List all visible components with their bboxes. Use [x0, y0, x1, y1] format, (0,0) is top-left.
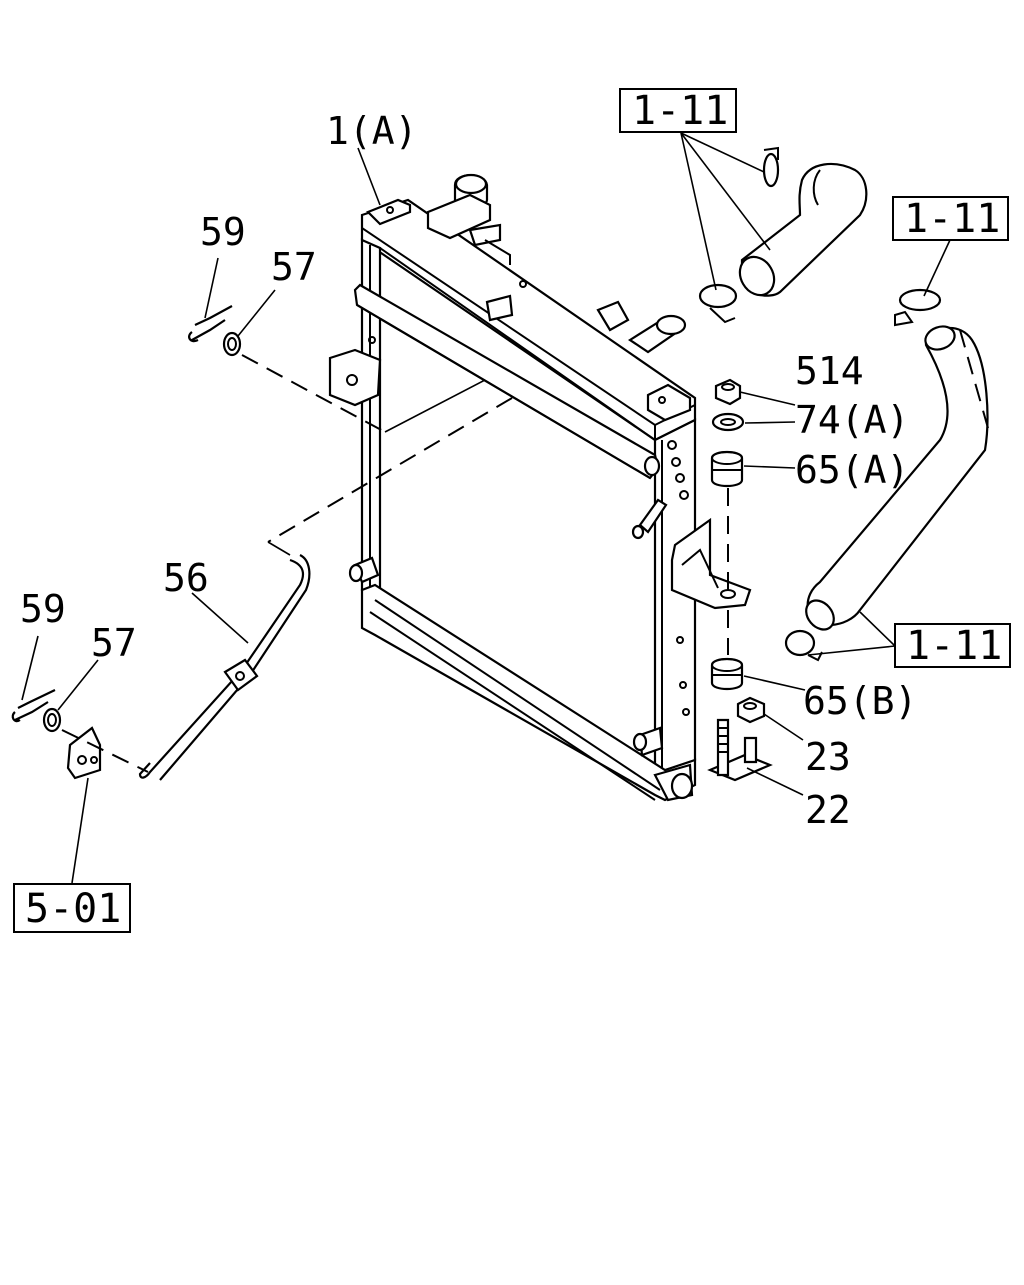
reference-right-bot-label: 1-11 [906, 623, 1002, 669]
callout-22: 22 [805, 788, 851, 832]
reference-boxes: 1-11 1-11 1-11 5-01 [13, 88, 1011, 933]
assembly-lines [61, 329, 991, 773]
washer-74a [711, 412, 745, 432]
callout-57-bot: 57 [91, 621, 137, 665]
reference-top-label: 1-11 [632, 88, 728, 134]
reference-box-top: 1-11 [619, 88, 737, 134]
clamp-right-top [894, 288, 942, 327]
rubber-65b [710, 657, 744, 691]
stud-22 [707, 718, 773, 782]
callout-59-bot: 59 [20, 587, 66, 631]
callout-57-top: 57 [271, 245, 317, 289]
callout-59-top: 59 [200, 210, 246, 254]
drain-hose-56 [138, 554, 311, 781]
washer-57-bot [42, 707, 62, 733]
nut-23 [736, 696, 766, 724]
callout-56: 56 [163, 556, 209, 600]
leader-lines [21, 132, 951, 884]
clip-59-top [188, 305, 233, 343]
callout-514: 514 [795, 349, 864, 393]
clip-59-bot [11, 689, 56, 723]
callout-74a: 74(A) [795, 398, 909, 442]
callout-1a: 1(A) [326, 109, 418, 153]
callouts: 1(A) 59 57 56 59 57 514 74(A) 65(A) 65(B… [20, 109, 917, 832]
rubber-65a [710, 450, 744, 488]
bracket-5-01 [66, 726, 102, 780]
reference-box-right-bot: 1-11 [894, 623, 1011, 669]
washer-57-top [222, 331, 242, 357]
radiator-assembly [328, 173, 752, 802]
callout-65b: 65(B) [803, 679, 917, 723]
upper-hose [738, 163, 868, 297]
reference-right-top-label: 1-11 [904, 196, 1000, 242]
callout-23: 23 [805, 735, 851, 779]
nut-514 [714, 378, 742, 406]
clamp-top [762, 146, 780, 188]
reference-box-right-top: 1-11 [892, 196, 1009, 242]
clamp-upper-left [698, 283, 738, 324]
reference-bottom-left-label: 5-01 [25, 886, 121, 932]
clamp-right-bot [784, 629, 823, 662]
lower-hose [805, 325, 989, 631]
reference-box-bottom-left: 5-01 [13, 883, 131, 933]
callout-65a: 65(A) [795, 448, 909, 492]
